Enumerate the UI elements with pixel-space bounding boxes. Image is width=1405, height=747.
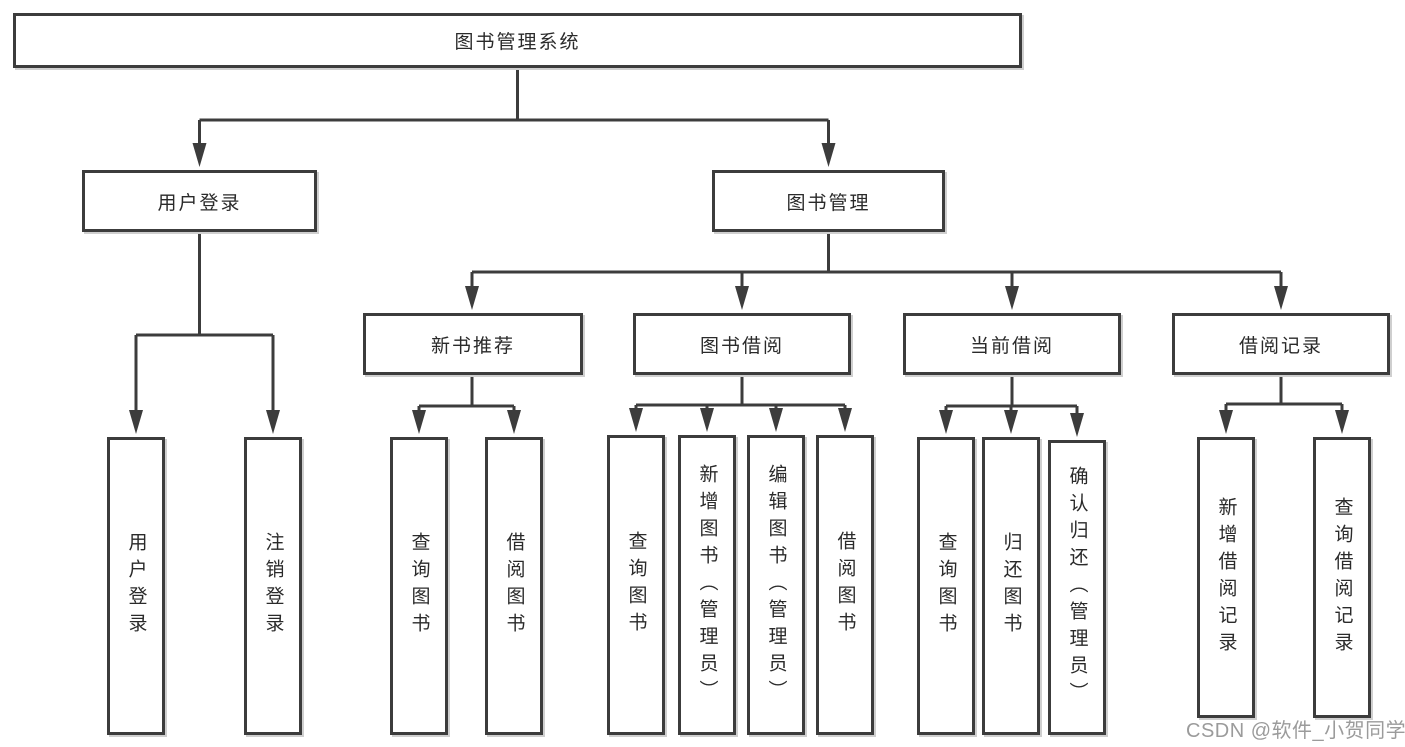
node-user-login: 用户登录 bbox=[82, 170, 317, 232]
leaf-records-add-record-label: 新增借阅记录 bbox=[1215, 496, 1237, 659]
node-new-book-recommendation: 新书推荐 bbox=[363, 313, 583, 375]
node-book-management-label: 图书管理 bbox=[786, 192, 871, 214]
node-user-login-label: 用户登录 bbox=[157, 192, 242, 214]
leaf-borrowing-borrow-books-label: 借阅图书 bbox=[834, 531, 856, 639]
leaf-borrowing-query-books-label: 查询图书 bbox=[625, 531, 647, 639]
node-book-borrowing: 图书借阅 bbox=[633, 313, 851, 375]
leaf-user-login: 用户登录 bbox=[107, 437, 165, 735]
leaf-borrowing-borrow-books: 借阅图书 bbox=[816, 435, 874, 735]
node-book-borrowing-label: 图书借阅 bbox=[699, 335, 784, 357]
csdn-watermark: CSDN @软件_小贺同学 bbox=[1186, 720, 1405, 742]
leaf-recommend-borrow-books-label: 借阅图书 bbox=[503, 532, 525, 640]
leaf-borrowing-edit-books-admin: 编辑图书（管理员） bbox=[747, 435, 805, 735]
leaf-records-query-record: 查询借阅记录 bbox=[1313, 437, 1371, 718]
connector-arrowheads bbox=[129, 143, 1349, 437]
node-book-management: 图书管理 bbox=[712, 170, 945, 232]
node-borrowing-records-label: 借阅记录 bbox=[1238, 335, 1323, 357]
leaf-current-confirm-return-admin-label: 确认归还（管理员） bbox=[1066, 466, 1088, 709]
leaf-current-query-books: 查询图书 bbox=[917, 437, 975, 735]
leaf-borrowing-add-books-admin-label: 新增图书（管理员） bbox=[696, 463, 718, 707]
leaf-records-query-record-label: 查询借阅记录 bbox=[1331, 496, 1353, 659]
node-root-label: 图书管理系统 bbox=[454, 32, 581, 53]
leaf-records-add-record: 新增借阅记录 bbox=[1197, 437, 1255, 718]
node-new-book-recommendation-label: 新书推荐 bbox=[430, 335, 515, 357]
leaf-borrowing-query-books: 查询图书 bbox=[607, 435, 665, 735]
leaf-current-query-books-label: 查询图书 bbox=[935, 532, 957, 640]
node-borrowing-records: 借阅记录 bbox=[1172, 313, 1390, 375]
leaf-current-return-books-label: 归还图书 bbox=[1000, 532, 1022, 640]
leaf-borrowing-edit-books-admin-label: 编辑图书（管理员） bbox=[765, 463, 787, 707]
leaf-current-confirm-return-admin: 确认归还（管理员） bbox=[1048, 440, 1106, 735]
leaf-borrowing-add-books-admin: 新增图书（管理员） bbox=[678, 435, 736, 735]
leaf-current-return-books: 归还图书 bbox=[982, 437, 1040, 735]
leaf-recommend-borrow-books: 借阅图书 bbox=[485, 437, 543, 735]
leaf-recommend-query-books-label: 查询图书 bbox=[408, 532, 430, 640]
leaf-logout: 注销登录 bbox=[244, 437, 302, 735]
node-root: 图书管理系统 bbox=[13, 13, 1022, 68]
leaf-recommend-query-books: 查询图书 bbox=[390, 437, 448, 735]
node-current-borrowing-label: 当前借阅 bbox=[969, 335, 1054, 357]
leaf-logout-label: 注销登录 bbox=[262, 532, 284, 640]
leaf-user-login-label: 用户登录 bbox=[125, 532, 147, 640]
node-current-borrowing: 当前借阅 bbox=[903, 313, 1121, 375]
